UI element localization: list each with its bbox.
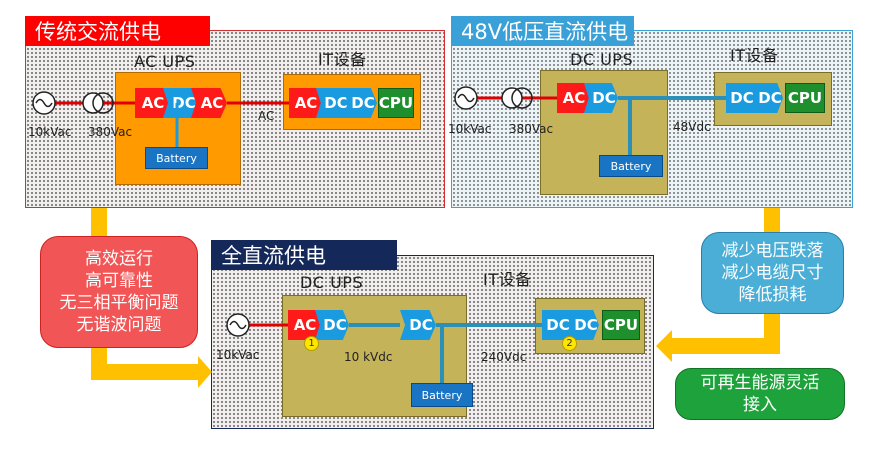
callout-benefits-left: 高效运行 高可靠性 无三相平衡问题 无谐波问题 [40,236,198,348]
battery-block: Battery [411,383,473,407]
it-equipment-label-48v: IT设备 [730,46,779,65]
ac-ups-label: AC UPS [134,52,196,71]
it-equipment-label-full: IT设备 [483,270,532,289]
battery-block: Battery [599,155,663,177]
voltage-mid-full: 10 kVdc [344,350,393,364]
voltage-mid-48v: 380Vac [509,122,554,136]
voltage-input-full: 10kVac [216,348,260,362]
voltage-input-48v: 10kVac [448,122,492,136]
callout-line: 降低损耗 [738,285,807,305]
dc-ups-label-48v: DC UPS [570,50,634,69]
callout-line: 可再生能源灵活 [700,373,820,393]
line-label-48v: 48Vdc [673,120,711,134]
it-equipment-label-traditional: IT设备 [318,50,367,69]
line-label-traditional: AC [258,109,275,123]
dc-block: DC [315,310,349,340]
panel-title-traditional: 传统交流供电 [25,16,210,46]
cpu-block: CPU [785,83,825,113]
line-label-full: 240Vdc [481,350,527,364]
marker-badge-2: 2 [562,336,577,351]
dc-block: DC [584,83,618,113]
callout-line: 无三相平衡问题 [59,293,179,313]
callout-renewable: 可再生能源灵活 接入 [675,368,845,420]
dc-block: DC [400,310,436,340]
callout-line: 无谐波问题 [76,315,162,335]
cpu-block: CPU [378,88,414,118]
callout-line: 减少电缆尺寸 [721,263,824,283]
ac-block: AC [191,88,227,118]
ac-block: AC [288,310,322,340]
marker-badge-1: 1 [304,336,319,351]
cpu-block: CPU [602,310,640,340]
callout-line: 高可靠性 [85,271,153,291]
callout-line: 高效运行 [85,249,153,269]
panel-title-48v: 48V低压直流供电 [451,16,634,46]
ac-block: AC [289,88,323,118]
voltage-mid-traditional: 380Vac [88,125,133,139]
dc-block: DC [751,83,783,113]
dc-block: DC [316,88,350,118]
callout-line: 减少电压跌落 [721,241,824,261]
callout-line: 接入 [743,395,777,415]
dc-block: DC [567,310,599,340]
ac-block: AC [557,83,591,113]
dc-block: DC [343,88,377,118]
voltage-input-traditional: 10kVac [28,125,72,139]
dc-ups-label-full: DC UPS [300,273,364,292]
panel-title-full-dc: 全直流供电 [211,240,397,270]
callout-benefits-right: 减少电压跌落 减少电缆尺寸 降低损耗 [701,232,844,314]
battery-block: Battery [145,147,208,169]
